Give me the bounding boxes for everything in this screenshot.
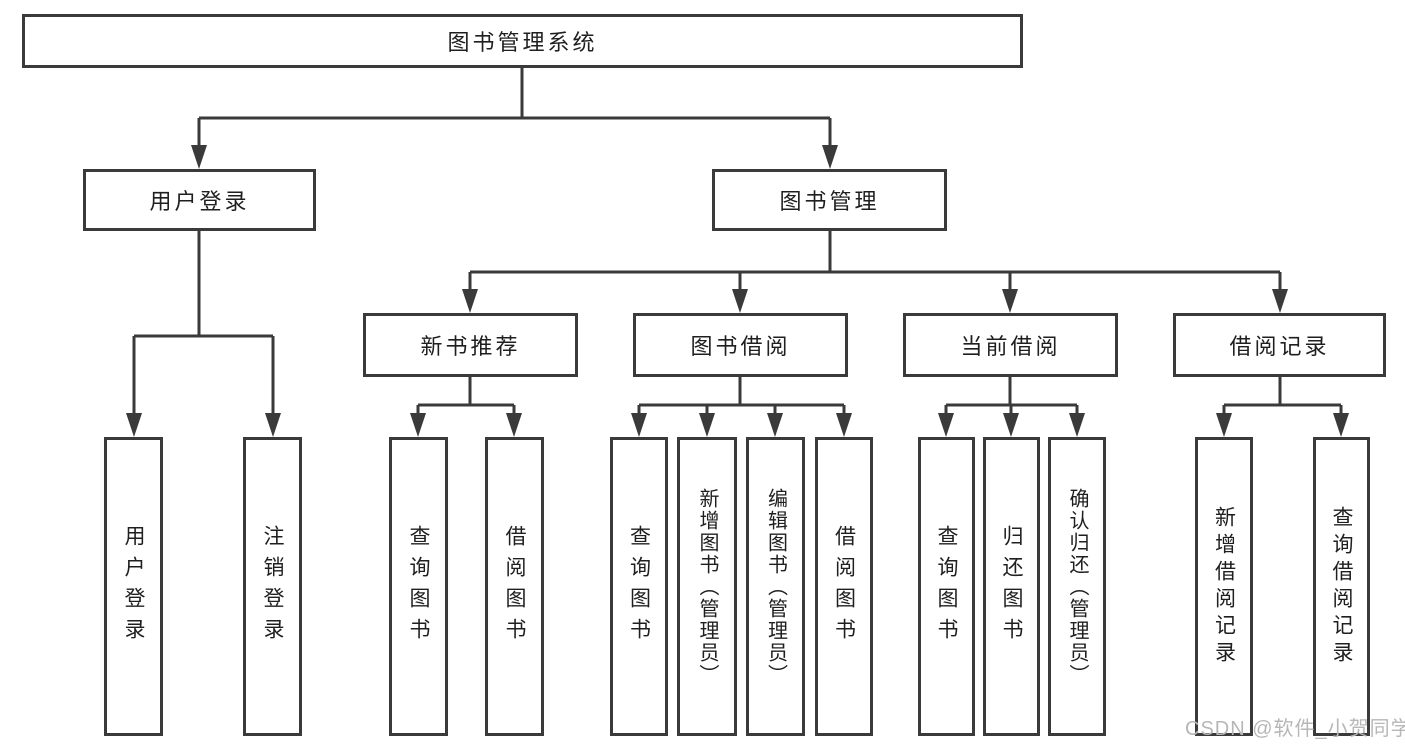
leaf-borrow-book-label: 借阅图书 [832, 524, 856, 649]
arrowhead-icon [836, 413, 852, 437]
leaf-recommend-query-books-label: 查询图书 [407, 524, 430, 649]
leaf-logout-label: 注销登录 [261, 524, 284, 649]
leaf-confirm-return-admin: 确认归还（管理员） [1048, 437, 1106, 736]
arrowhead-icon [1272, 289, 1288, 313]
watermark: CSDN @软件_小贺同学 [1185, 718, 1405, 740]
arrowhead-icon [1069, 413, 1085, 437]
leaf-current-query-books-label: 查询图书 [935, 524, 958, 649]
leaf-current-query-books: 查询图书 [918, 437, 975, 736]
arrowhead-icon [1216, 413, 1232, 437]
node-borrowing-records-label: 借阅记录 [1229, 334, 1330, 359]
leaf-recommend-borrow-books-label: 借阅图书 [503, 524, 526, 649]
arrowhead-icon [767, 413, 783, 437]
leaf-add-book-admin: 新增图书（管理员） [677, 437, 737, 736]
leaf-return-book-label: 归还图书 [1000, 524, 1023, 649]
arrowhead-icon [699, 413, 715, 437]
node-user-login-label: 用户登录 [149, 189, 250, 214]
leaf-query-borrow-record: 查询借阅记录 [1313, 437, 1370, 736]
leaf-add-borrow-record-label: 新增借阅记录 [1212, 505, 1236, 668]
leaf-recommend-query-books: 查询图书 [389, 437, 448, 736]
arrowhead-icon [191, 145, 207, 169]
node-borrowing-records: 借阅记录 [1173, 313, 1386, 377]
leaf-user-login-label: 用户登录 [122, 524, 145, 649]
arrowhead-icon [265, 413, 281, 437]
node-current-borrowing-label: 当前借阅 [960, 334, 1061, 359]
leaf-add-book-admin-label: 新增图书（管理员） [696, 487, 718, 686]
node-new-book-recommend: 新书推荐 [363, 313, 578, 377]
node-book-management-label: 图书管理 [779, 189, 880, 214]
node-book-borrowing: 图书借阅 [633, 313, 848, 377]
leaf-borrow-book: 借阅图书 [815, 437, 873, 736]
leaf-user-login: 用户登录 [104, 437, 163, 736]
node-user-login: 用户登录 [83, 169, 316, 231]
node-new-book-recommend-label: 新书推荐 [420, 334, 521, 359]
arrowhead-icon [462, 289, 478, 313]
arrowhead-icon [506, 413, 522, 437]
arrowhead-icon [938, 413, 954, 437]
leaf-borrowing-query-books: 查询图书 [610, 437, 668, 736]
arrowhead-icon [1002, 289, 1018, 313]
node-root-label: 图书管理系统 [447, 30, 598, 55]
leaf-edit-book-admin-label: 编辑图书（管理员） [764, 487, 787, 686]
arrowhead-icon [631, 413, 647, 437]
arrowhead-icon [410, 413, 426, 437]
leaf-query-borrow-record-label: 查询借阅记录 [1330, 505, 1353, 668]
node-current-borrowing: 当前借阅 [903, 313, 1118, 377]
node-book-management: 图书管理 [712, 169, 947, 231]
arrowhead-icon [1333, 413, 1349, 437]
leaf-logout: 注销登录 [243, 437, 302, 736]
leaf-confirm-return-admin-label: 确认归还（管理员） [1066, 487, 1088, 686]
leaf-borrowing-query-books-label: 查询图书 [627, 524, 651, 649]
leaf-return-book: 归还图书 [983, 437, 1040, 736]
arrowhead-icon [822, 145, 838, 169]
arrowhead-icon [732, 289, 748, 313]
arrowhead-icon [126, 413, 142, 437]
node-book-borrowing-label: 图书借阅 [690, 334, 791, 359]
node-root: 图书管理系统 [22, 14, 1023, 68]
arrowhead-icon [1003, 413, 1019, 437]
leaf-edit-book-admin: 编辑图书（管理员） [746, 437, 805, 736]
leaf-add-borrow-record: 新增借阅记录 [1195, 437, 1253, 736]
arrowhead-icons [126, 145, 1349, 437]
leaf-recommend-borrow-books: 借阅图书 [485, 437, 544, 736]
